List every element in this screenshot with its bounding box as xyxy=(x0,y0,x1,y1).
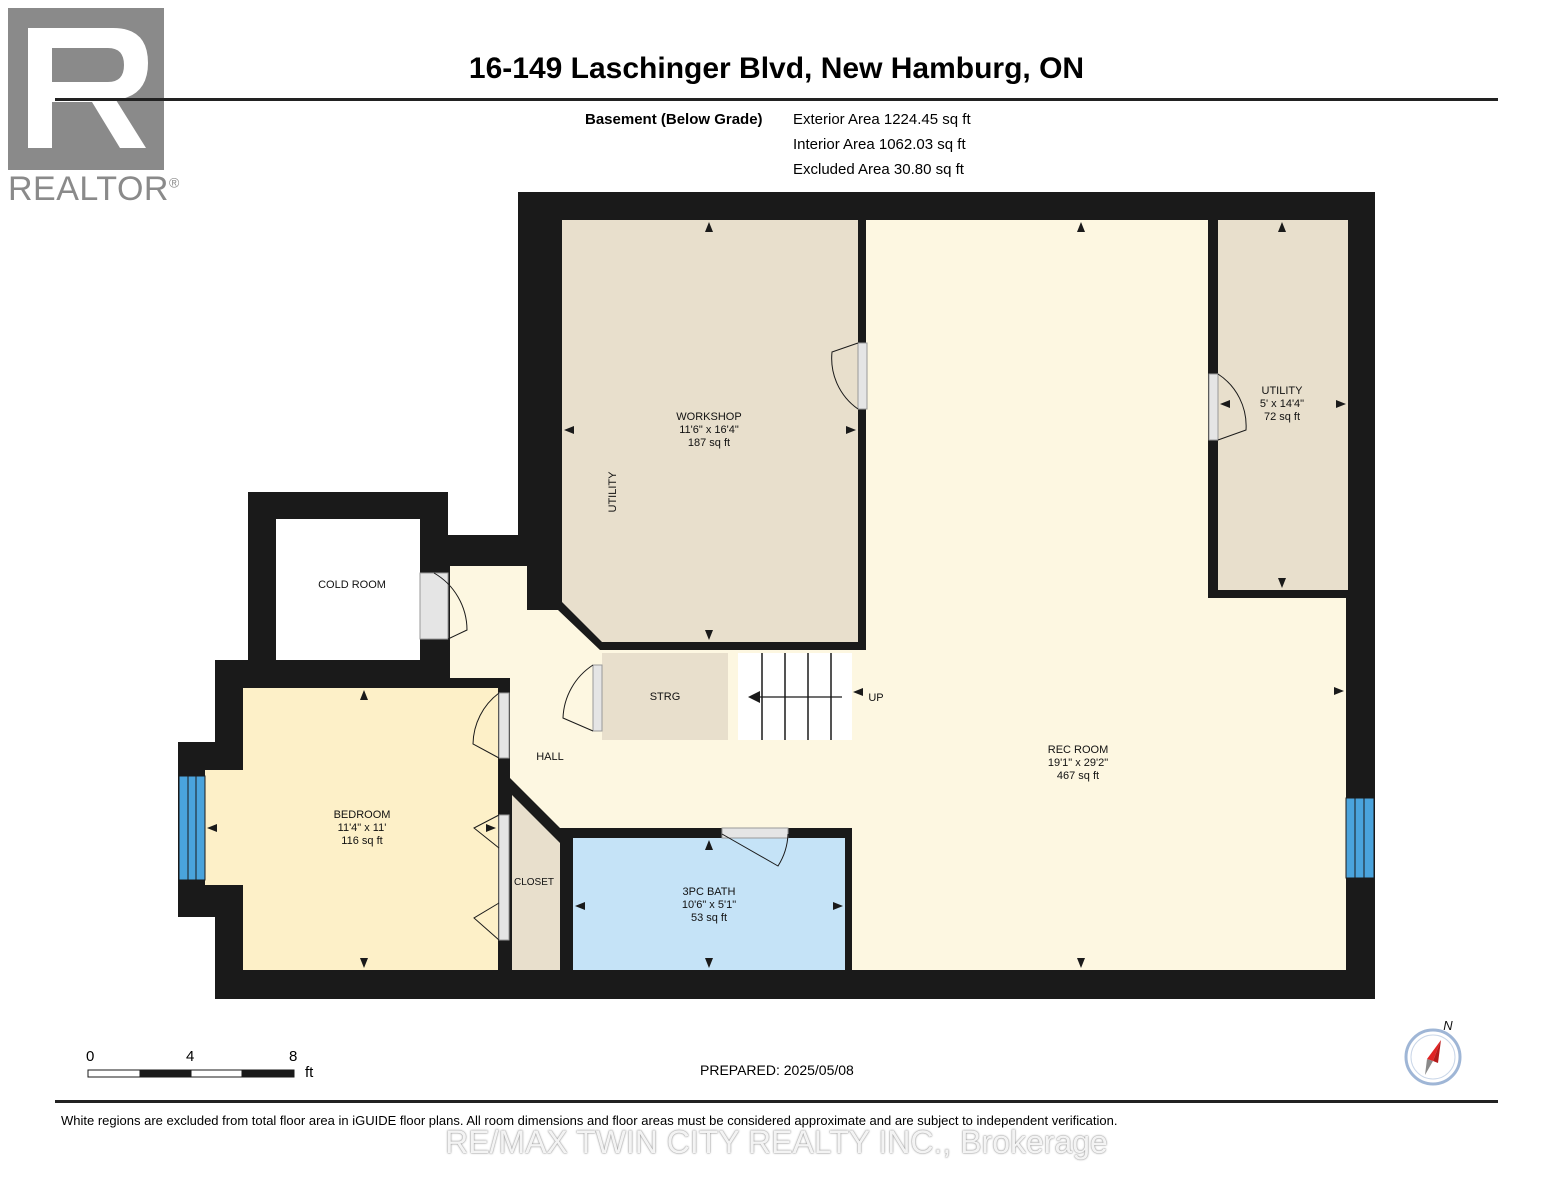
brokerage-watermark: RE/MAX TWIN CITY REALTY INC., Brokerage xyxy=(445,1124,1108,1160)
window-rec-room xyxy=(1345,797,1375,879)
strg-floor xyxy=(602,653,728,740)
exterior-area: Exterior Area 1224.45 sq ft xyxy=(793,111,971,128)
footer-divider xyxy=(55,1100,1498,1103)
workshop-area: 187 sq ft xyxy=(688,437,730,449)
closet-name: CLOSET xyxy=(514,877,554,888)
strg-name: STRG xyxy=(650,691,681,703)
compass-north-label: N xyxy=(1443,1018,1453,1033)
rec-room-floor xyxy=(450,220,1346,970)
cold-room-name: COLD ROOM xyxy=(318,579,386,591)
bedroom-dims: 11'4" x 11' xyxy=(338,822,387,834)
realtor-wordmark-text: REALTOR xyxy=(8,170,169,208)
bedroom-floor xyxy=(205,688,498,970)
rec-room-name: REC ROOM xyxy=(1048,744,1109,756)
doors xyxy=(419,342,1247,941)
bath-name: 3PC BATH xyxy=(683,886,736,898)
utility-name: UTILITY xyxy=(1262,385,1304,397)
scale-tick-8: 8 xyxy=(289,1048,298,1065)
closet-floor xyxy=(512,795,560,970)
bath-dims: 10'6" x 5'1" xyxy=(682,899,736,911)
bedroom-area: 116 sq ft xyxy=(341,835,382,847)
cold-room-floor xyxy=(276,519,420,660)
room-labels: WORKSHOP 11'6" x 16'4" 187 sq ft UTILITY… xyxy=(318,385,1304,924)
dimension-arrows xyxy=(207,222,1346,968)
header-divider xyxy=(55,98,1498,101)
utility-floor xyxy=(1218,220,1348,590)
realtor-logo xyxy=(8,8,178,208)
page-title: 16-149 Laschinger Blvd, New Hamburg, ON xyxy=(468,52,1085,85)
workshop-floor xyxy=(562,220,858,642)
footnote: White regions are excluded from total fl… xyxy=(61,1113,1118,1128)
scale-unit: ft xyxy=(305,1064,314,1081)
excluded-area: Excluded Area 30.80 sq ft xyxy=(793,161,964,178)
prepared-date: PREPARED: 2025/05/08 xyxy=(700,1062,854,1078)
stairs-up-label: UP xyxy=(868,692,883,704)
realtor-r-icon xyxy=(8,8,164,170)
workshop-name: WORKSHOP xyxy=(676,411,741,423)
utility-vertical-label: UTILITY xyxy=(607,471,619,513)
rooms xyxy=(205,220,1348,970)
scale-bar xyxy=(87,1069,295,1078)
bath-area: 53 sq ft xyxy=(691,912,727,924)
window-bedroom xyxy=(178,775,206,881)
hall-name: HALL xyxy=(536,751,564,763)
stair-treads xyxy=(748,653,842,740)
utility-dims: 5' x 14'4" xyxy=(1260,398,1304,410)
scale-tick-4: 4 xyxy=(186,1048,195,1065)
rec-room-area: 467 sq ft xyxy=(1057,770,1099,782)
interior-area: Interior Area 1062.03 sq ft xyxy=(793,136,966,153)
rec-room-dims: 19'1" x 29'2" xyxy=(1048,757,1108,769)
registered-mark: ® xyxy=(168,174,180,191)
bedroom-name: BEDROOM xyxy=(334,809,391,821)
scale-tick-0: 0 xyxy=(86,1048,95,1065)
realtor-wordmark: REALTOR® xyxy=(8,170,180,209)
windows xyxy=(178,775,1375,881)
bath-floor xyxy=(573,838,845,970)
utility-area: 72 sq ft xyxy=(1264,411,1300,423)
compass-icon xyxy=(1404,1028,1462,1086)
workshop-dims: 11'6" x 16'4" xyxy=(679,424,739,436)
level-label: Basement (Below Grade) xyxy=(585,111,763,128)
